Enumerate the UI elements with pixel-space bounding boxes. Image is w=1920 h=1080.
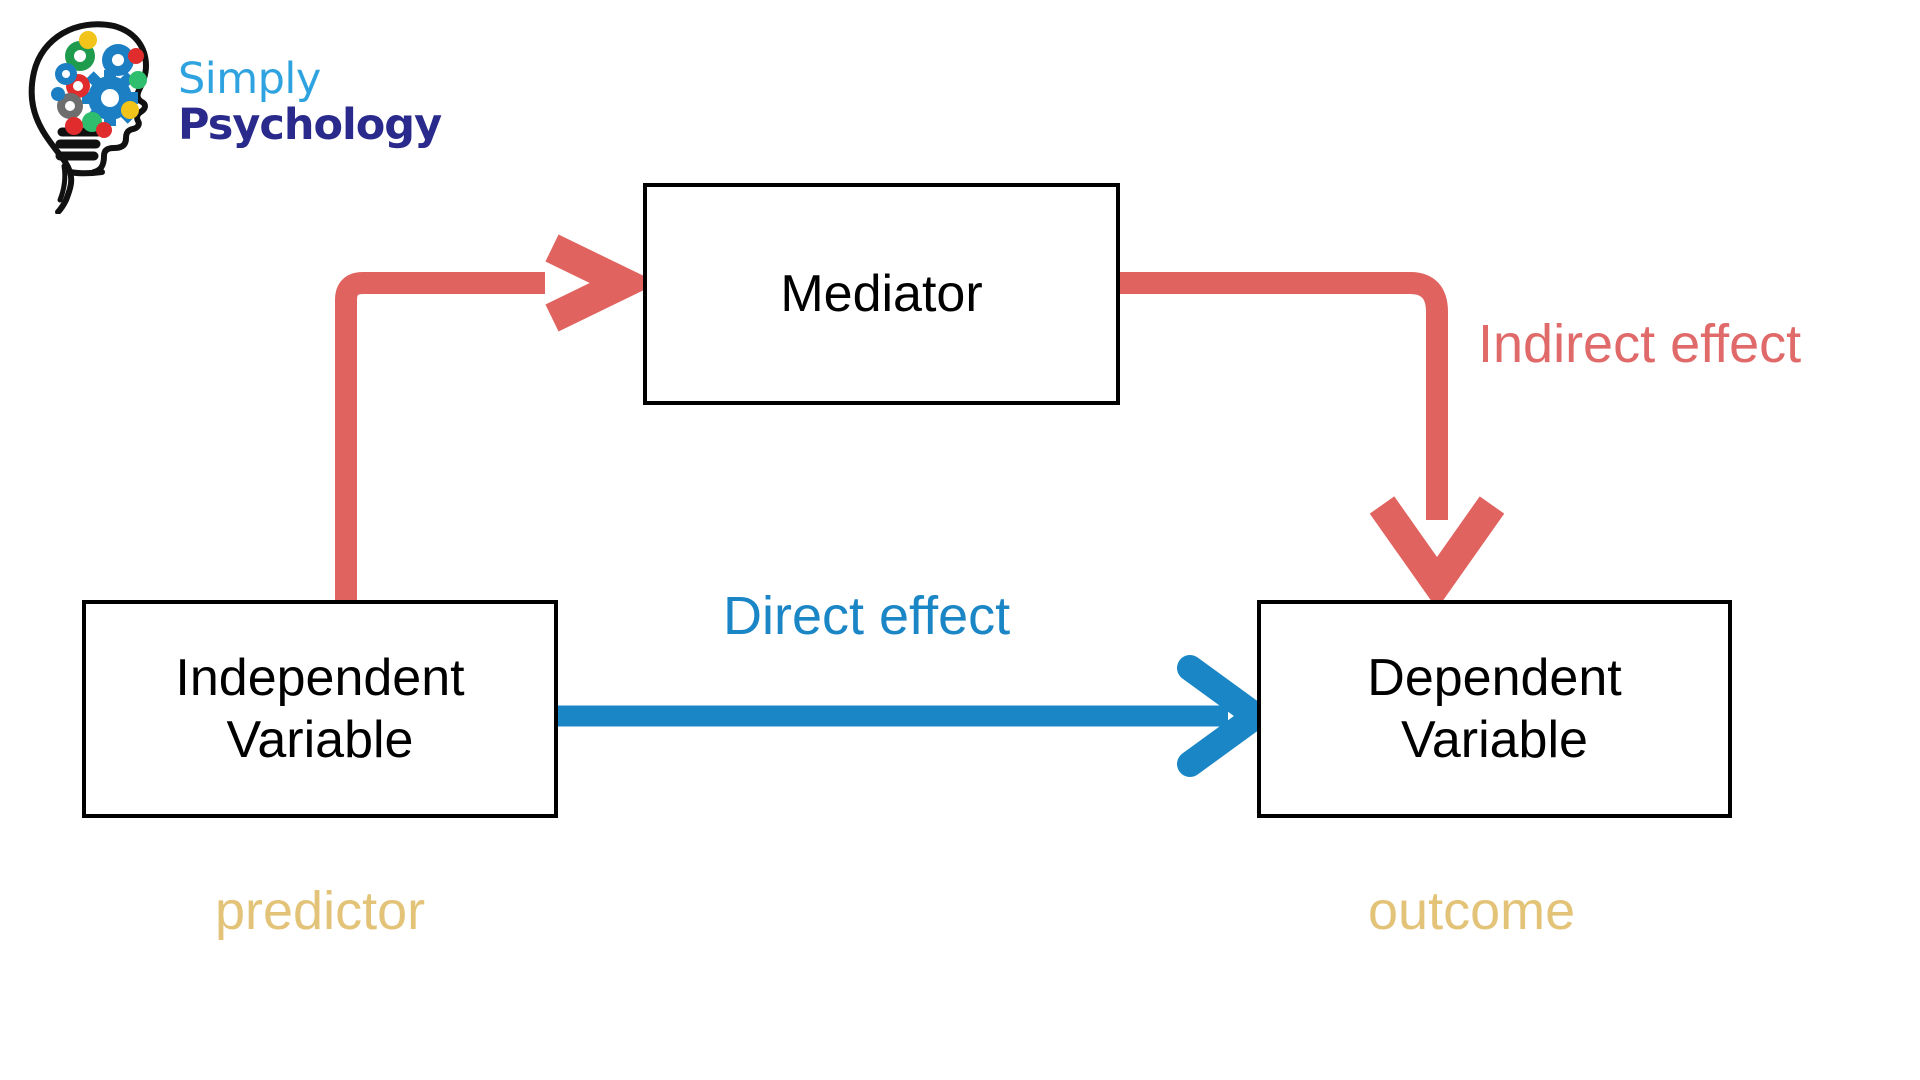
arrow-iv-to-dv-head	[1177, 655, 1269, 777]
edge-label-indirect-effect: Indirect effect	[1478, 314, 1802, 374]
node-dependent-variable[interactable]: Dependent Variable	[1257, 600, 1732, 818]
arrow-iv-to-mediator-head	[545, 234, 659, 332]
node-mediator-label: Mediator	[780, 264, 983, 323]
node-independent-variable[interactable]: Independent Variable	[82, 600, 558, 818]
head-with-gears-lightbulb-icon	[28, 21, 150, 214]
arrow-mediator-to-dv-head	[1369, 496, 1505, 610]
logo-wordmark: Simply Psychology	[178, 58, 458, 147]
logo-text-simply: Simply	[178, 54, 321, 104]
simply-psychology-logo: Simply Psychology	[18, 14, 458, 214]
node-dependent-variable-label: Dependent Variable	[1367, 648, 1622, 769]
edge-label-direct-effect: Direct effect	[723, 586, 1011, 646]
node-mediator[interactable]: Mediator	[643, 183, 1120, 405]
role-label-outcome: outcome	[1368, 881, 1576, 941]
node-independent-variable-label: Independent Variable	[175, 648, 465, 769]
logo-text-psychology: Psychology	[178, 100, 442, 150]
role-label-predictor: predictor	[215, 881, 426, 941]
arrow-mediator-to-dv-shaft	[1120, 272, 1448, 520]
